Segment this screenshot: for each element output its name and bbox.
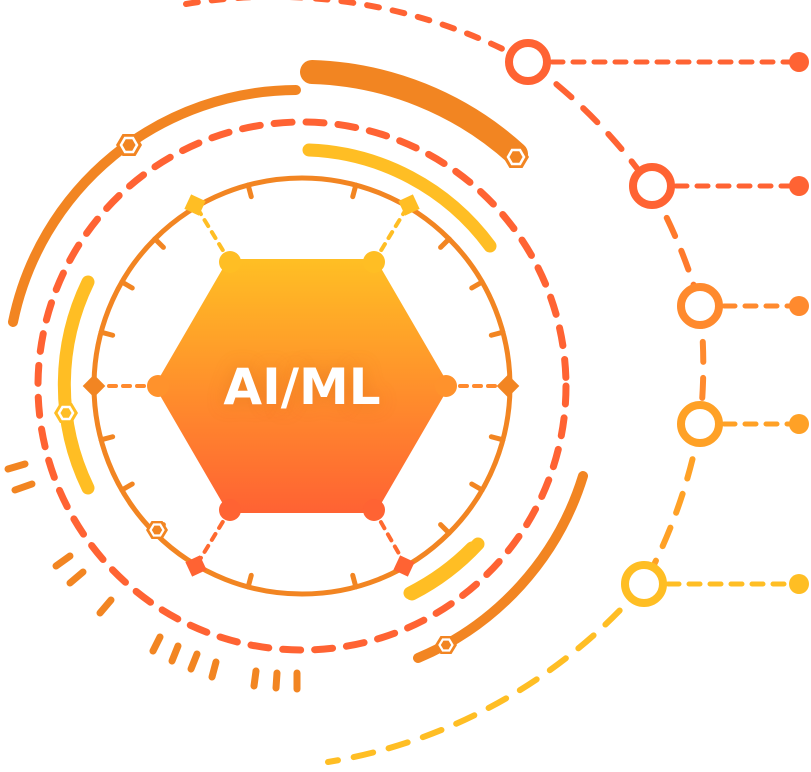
center-label: AI/ML [223, 358, 381, 416]
yellow-arc-short-br [405, 537, 485, 601]
center-hexagon [147, 251, 457, 521]
decorative-dashes [4, 460, 301, 693]
outer-arc-top-thick [300, 60, 528, 166]
dashed-ring [34, 118, 570, 654]
timeline-node-3 [677, 283, 809, 329]
outer-arc-left [8, 85, 301, 327]
timeline-node-4 [677, 401, 809, 447]
timeline-node-5 [621, 561, 809, 607]
timeline-node-1 [505, 39, 809, 85]
ring-diamonds [82, 194, 520, 577]
hex-badges [54, 134, 529, 654]
spokes [92, 204, 510, 568]
timeline-node-2 [629, 163, 809, 209]
